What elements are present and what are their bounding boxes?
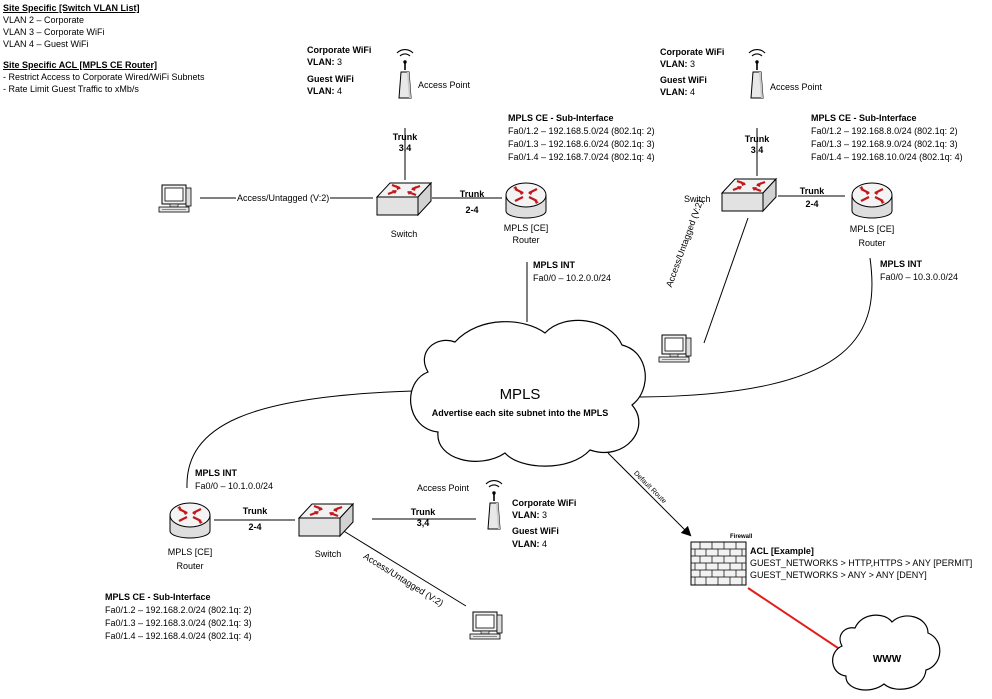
firewall-label: Firewall xyxy=(730,534,753,540)
legend-vlan-line: VLAN 4 – Guest WiFi xyxy=(3,39,89,49)
site2-router-label: MPLS [CE] xyxy=(849,224,895,234)
site1-vlan-guest: 4 xyxy=(337,86,343,96)
site2-wifi-corp: Corporate WiFi xyxy=(660,47,725,57)
site2-sub-title: MPLS CE - Sub-Interface xyxy=(811,113,917,123)
site2-vlan-label: VLAN: xyxy=(660,59,688,69)
site1-vlan-label: VLAN: xyxy=(307,57,335,67)
site2-access-link xyxy=(703,217,749,344)
site1-trunk-ap-vlans: 3,4 xyxy=(398,143,412,153)
site3-int-title: MPLS INT xyxy=(195,468,237,478)
site2-vlan-guest: 4 xyxy=(690,87,696,97)
site1-wifi-guest: Guest WiFi xyxy=(307,74,354,84)
site2-trunk-rt-vlans: 2-4 xyxy=(805,199,819,209)
site2-int-line: Fa0/0 – 10.3.0.0/24 xyxy=(880,272,959,282)
mpls-title: MPLS xyxy=(499,386,541,403)
legend-acl-line: - Restrict Access to Corporate Wired/WiF… xyxy=(3,72,205,82)
site2-switch-label: Switch xyxy=(684,194,711,204)
mpls-subtitle: Advertise each site subnet into the MPLS xyxy=(431,408,609,418)
site3-vlan-label: VLAN: xyxy=(512,510,540,520)
site1-sub-line: Fa0/1.3 – 192.168.6.0/24 (802.1q: 3) xyxy=(508,139,655,149)
site3-sub-line: Fa0/1.3 – 192.168.3.0/24 (802.1q: 3) xyxy=(105,618,252,628)
www-cloud-icon xyxy=(832,614,941,691)
site2-sub-line: Fa0/1.2 – 192.168.8.0/24 (802.1q: 2) xyxy=(811,126,958,136)
site3-trunk-ap-vlans: 3,4 xyxy=(416,518,430,528)
site1-router-icon xyxy=(504,181,548,220)
site3-access-point-icon xyxy=(485,479,503,530)
www-label: WWW xyxy=(872,654,902,665)
site3-mpls-link xyxy=(186,390,414,489)
site2-ap-label: Access Point xyxy=(770,82,823,92)
site2-int-title: MPLS INT xyxy=(880,259,922,269)
site1-ap-label: Access Point xyxy=(418,80,471,90)
site1-access-label: Access/Untagged (V:2) xyxy=(236,193,331,205)
site3-pc-icon xyxy=(469,611,503,640)
site1-trunk-rt-label: Trunk xyxy=(459,189,485,199)
site2-router-label: Router xyxy=(858,238,886,248)
site1-int-title: MPLS INT xyxy=(533,260,575,270)
site1-switch-label: Switch xyxy=(390,229,418,239)
site2-access-point-icon xyxy=(748,48,766,99)
site2-vlan-corp: 3 xyxy=(690,59,696,69)
site2-trunk-ap-vlans: 3,4 xyxy=(750,145,764,155)
site3-int-line: Fa0/0 – 10.1.0.0/24 xyxy=(195,481,274,491)
site2-mpls-link xyxy=(639,257,873,398)
firewall-acl-title: ACL [Example] xyxy=(750,546,814,556)
site3-trunk-rt-label: Trunk xyxy=(242,506,268,516)
site3-router-label: MPLS [CE] xyxy=(167,547,213,557)
site3-vlan-label: VLAN: xyxy=(512,539,540,549)
site2-pc-icon xyxy=(658,334,692,363)
site3-wifi-guest: Guest WiFi xyxy=(512,526,559,536)
site1-sub-title: MPLS CE - Sub-Interface xyxy=(508,113,614,123)
site1-router-label: MPLS [CE] xyxy=(503,223,549,233)
site2-sub-line: Fa0/1.3 – 192.168.9.0/24 (802.1q: 3) xyxy=(811,139,958,149)
site1-router-label: Router xyxy=(512,235,540,245)
site2-trunk-ap-label: Trunk xyxy=(744,134,770,144)
legend-acl-title: Site Specific ACL [MPLS CE Router] xyxy=(3,60,158,70)
site1-trunk-ap-label: Trunk xyxy=(392,132,418,142)
site1-pc-icon xyxy=(158,184,192,213)
site1-vlan-label: VLAN: xyxy=(307,86,335,96)
site2-switch-icon xyxy=(720,177,778,213)
site1-sub-line: Fa0/1.2 – 192.168.5.0/24 (802.1q: 2) xyxy=(508,126,655,136)
site3-router-icon xyxy=(168,501,212,540)
internet-link xyxy=(747,587,839,649)
site3-sub-line: Fa0/1.2 – 192.168.2.0/24 (802.1q: 2) xyxy=(105,605,252,615)
mpls-cloud-icon xyxy=(410,319,646,467)
default-route-arrow xyxy=(607,452,692,537)
site2-vlan-label: VLAN: xyxy=(660,87,688,97)
legend-vlan-title: Site Specific [Switch VLAN List] xyxy=(3,3,140,13)
firewall-acl-line: GUEST_NETWORKS > HTTP,HTTPS > ANY [PERMI… xyxy=(750,558,973,568)
firewall-acl-line: GUEST_NETWORKS > ANY > ANY [DENY] xyxy=(750,570,927,580)
site2-router-icon xyxy=(850,181,894,220)
site1-int-line: Fa0/0 – 10.2.0.0/24 xyxy=(533,273,612,283)
site2-sub-line: Fa0/1.4 – 192.168.10.0/24 (802.1q: 4) xyxy=(811,152,963,162)
site3-switch-icon xyxy=(297,502,355,538)
firewall-icon xyxy=(690,541,747,586)
site3-router-label: Router xyxy=(176,561,204,571)
site1-sub-line: Fa0/1.4 – 192.168.7.0/24 (802.1q: 4) xyxy=(508,152,655,162)
site1-wifi-corp: Corporate WiFi xyxy=(307,45,372,55)
legend-vlan-line: VLAN 3 – Corporate WiFi xyxy=(3,27,105,37)
site1-access-point-icon xyxy=(396,48,414,99)
site3-trunk-ap-label: Trunk xyxy=(410,507,436,517)
site1-trunk-rt-vlans: 2-4 xyxy=(465,205,479,215)
site3-vlan-corp: 3 xyxy=(542,510,548,520)
site3-sub-title: MPLS CE - Sub-Interface xyxy=(105,592,211,602)
site2-trunk-rt-label: Trunk xyxy=(799,186,825,196)
site3-sub-line: Fa0/1.4 – 192.168.4.0/24 (802.1q: 4) xyxy=(105,631,252,641)
site2-wifi-guest: Guest WiFi xyxy=(660,75,707,85)
site1-vlan-corp: 3 xyxy=(337,57,343,67)
legend-acl-line: - Rate Limit Guest Traffic to xMb/s xyxy=(3,84,139,94)
site3-wifi-corp: Corporate WiFi xyxy=(512,498,577,508)
site3-ap-label: Access Point xyxy=(417,483,470,493)
site3-switch-label: Switch xyxy=(314,549,342,559)
site3-vlan-guest: 4 xyxy=(542,539,548,549)
site3-access-link xyxy=(341,529,467,607)
site1-switch-icon xyxy=(375,181,433,217)
site3-trunk-rt-vlans: 2-4 xyxy=(248,522,262,532)
legend-vlan-line: VLAN 2 – Corporate xyxy=(3,15,85,25)
